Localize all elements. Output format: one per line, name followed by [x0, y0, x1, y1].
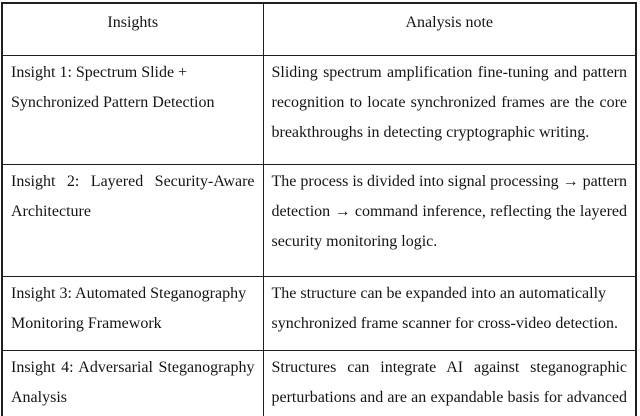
table-row-insight-2: Insight 2: Layered Security-Aware Archit… [1, 164, 637, 277]
column-header-analysis-note: Analysis note [262, 2, 637, 56]
header-row: Insights Analysis note [1, 2, 637, 56]
insight-4-title-cell: Insight 4: Adversarial Steganography Ana… [1, 350, 264, 416]
table-body: Insight 1: Spectrum Slide + Synchronized… [1, 55, 637, 416]
insight-1-note-cell: Sliding spectrum amplification fine-tuni… [262, 55, 637, 165]
column-header-insights: Insights [1, 2, 264, 56]
insight-3-note-cell: The structure can be expanded into an au… [262, 276, 637, 351]
insight-4-note-cell: Structures can integrate AI against steg… [262, 350, 637, 416]
insight-3-title-cell: Insight 3: Automated Steganography Monit… [1, 276, 264, 351]
insight-1-title-cell: Insight 1: Spectrum Slide + Synchronized… [1, 55, 264, 165]
insight-2-title-cell: Insight 2: Layered Security-Aware Archit… [1, 164, 264, 277]
table-row-insight-4: Insight 4: Adversarial Steganography Ana… [1, 350, 637, 416]
table-header: Insights Analysis note [1, 2, 637, 56]
insight-2-note-cell: The process is divided into signal proce… [262, 164, 637, 277]
table-row-insight-1: Insight 1: Spectrum Slide + Synchronized… [1, 55, 637, 165]
table-row-insight-3: Insight 3: Automated Steganography Monit… [1, 276, 637, 351]
